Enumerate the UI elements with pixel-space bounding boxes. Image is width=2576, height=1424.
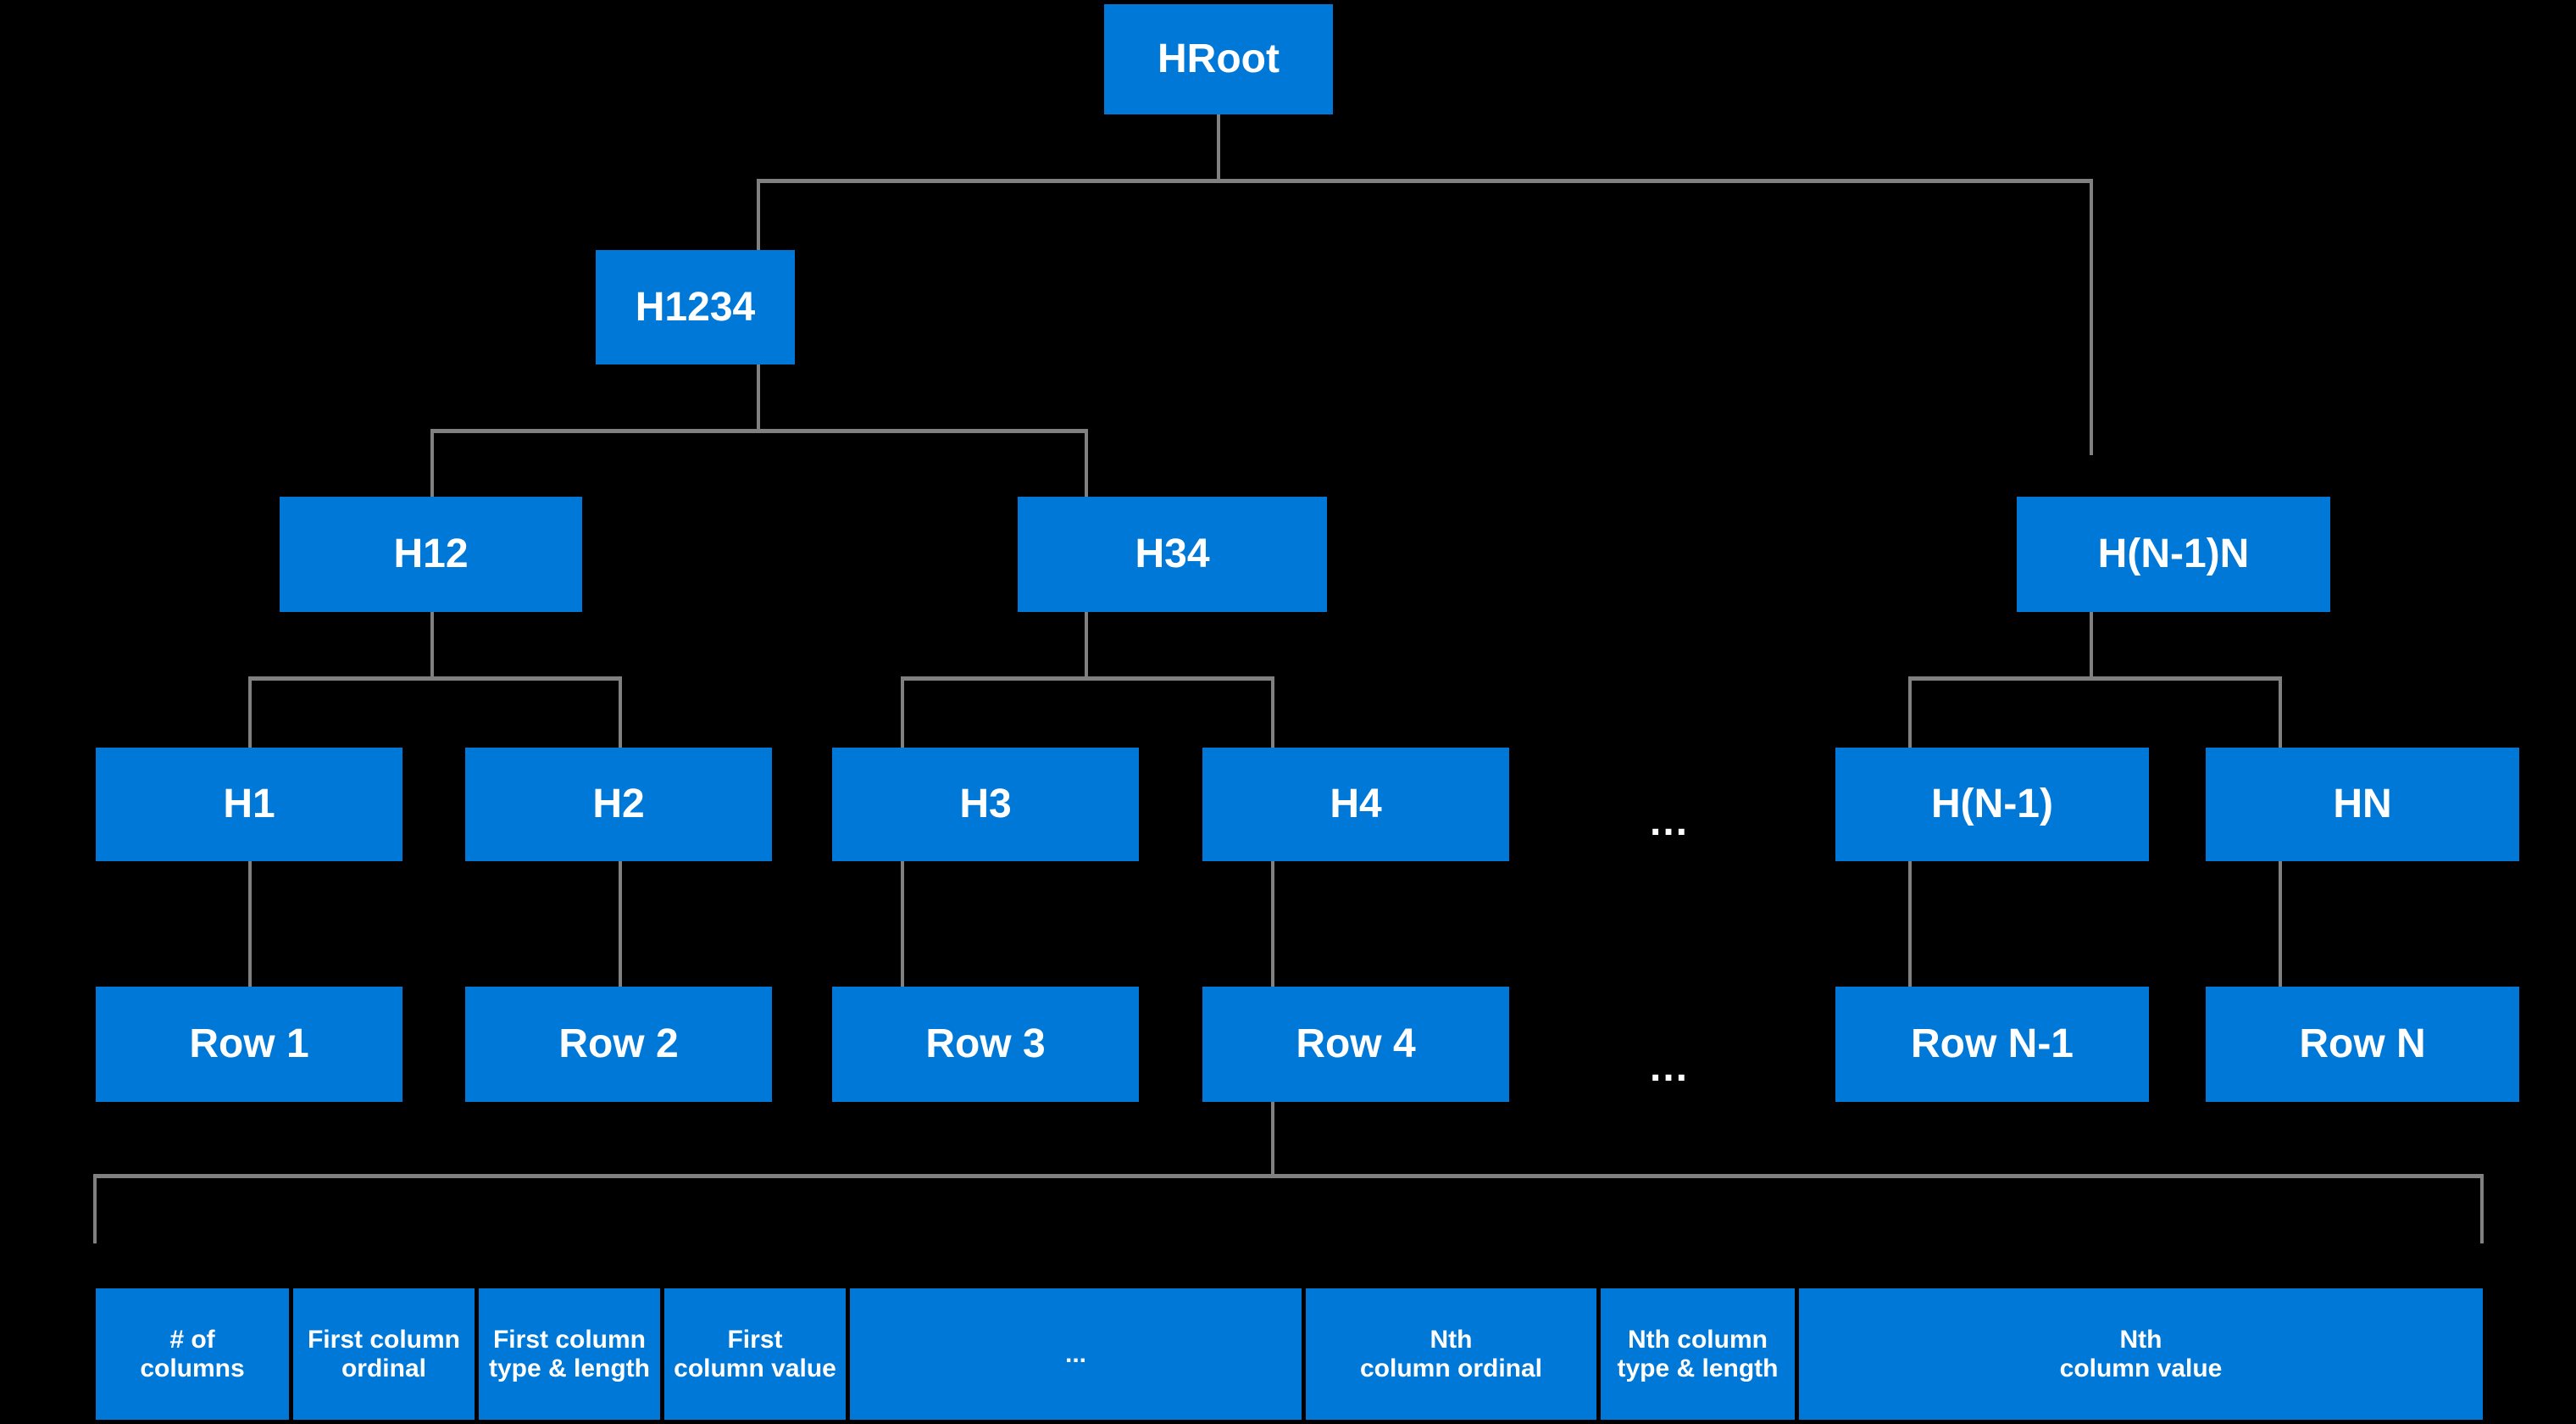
node-label: Row 4 xyxy=(1296,1021,1416,1067)
node-h4[interactable]: H4 xyxy=(1202,748,1509,861)
node-label: Row N xyxy=(2299,1021,2426,1067)
col-line-2: ordinal xyxy=(341,1354,426,1382)
hash-level-ellipsis: ... xyxy=(1649,799,1689,844)
node-label: H(N-1)N xyxy=(2097,531,2250,577)
connector-columns-right xyxy=(2480,1174,2484,1243)
node-label: H4 xyxy=(1330,782,1382,827)
connector-hroot-stem xyxy=(1217,114,1220,182)
connector-to-h3 xyxy=(901,676,904,748)
connector-h12-stem xyxy=(430,612,434,680)
node-row3[interactable]: Row 3 xyxy=(832,987,1139,1102)
node-label: H1234 xyxy=(635,284,756,330)
node-label: H3 xyxy=(959,782,1012,827)
node-label: H12 xyxy=(393,531,469,577)
connector-columns-bus xyxy=(93,1174,2484,1178)
row-level-ellipsis: ... xyxy=(1649,1045,1689,1090)
node-col-nth-type-length[interactable]: Nth column type & length xyxy=(1601,1288,1795,1420)
col-line-2: column ordinal xyxy=(1359,1354,1542,1382)
col-line-2: ... xyxy=(1064,1339,1086,1368)
connector-h34-bus xyxy=(901,676,1274,681)
col-line-1: First xyxy=(727,1325,783,1354)
node-h3[interactable]: H3 xyxy=(832,748,1139,861)
connector-h34-stem xyxy=(1085,612,1088,680)
connector-h1-row1 xyxy=(248,861,252,987)
col-line-1: Nth xyxy=(2119,1325,2162,1354)
node-row1[interactable]: Row 1 xyxy=(96,987,402,1102)
node-hn1n[interactable]: H(N-1)N xyxy=(2017,497,2330,612)
node-label: Row 3 xyxy=(925,1021,1046,1067)
connector-to-h1234 xyxy=(757,179,760,250)
connector-h3-row3 xyxy=(901,861,904,987)
connector-hn1-rown1 xyxy=(1908,861,1912,987)
node-label: H2 xyxy=(592,782,645,827)
connector-h12-bus xyxy=(248,676,622,681)
node-col-nth-ordinal[interactable]: Nth column ordinal xyxy=(1306,1288,1596,1420)
node-h34[interactable]: H34 xyxy=(1018,497,1327,612)
connector-to-hn1n xyxy=(2090,179,2093,455)
connector-to-h2 xyxy=(619,676,622,748)
connector-hroot-bus xyxy=(758,179,2093,183)
col-line-2: columns xyxy=(140,1354,245,1382)
node-h2[interactable]: H2 xyxy=(465,748,772,861)
node-label: HN xyxy=(2333,782,2392,827)
node-rown1[interactable]: Row N-1 xyxy=(1835,987,2149,1102)
node-col-nth-value[interactable]: Nth column value xyxy=(1799,1288,2483,1420)
connector-to-hn xyxy=(2279,676,2282,748)
connector-h2-row2 xyxy=(619,861,622,987)
col-line-2: column value xyxy=(674,1354,836,1382)
connector-to-hn1 xyxy=(1908,676,1912,748)
connector-h4-row4 xyxy=(1271,861,1274,987)
node-row4[interactable]: Row 4 xyxy=(1202,987,1509,1102)
connector-hn-rown xyxy=(2279,861,2282,987)
connector-to-h1 xyxy=(248,676,252,748)
col-line-1: First column xyxy=(307,1325,460,1354)
node-col-numcols[interactable]: # of columns xyxy=(96,1288,289,1420)
node-h1[interactable]: H1 xyxy=(96,748,402,861)
node-col-first-value[interactable]: First column value xyxy=(664,1288,846,1420)
node-col-first-ordinal[interactable]: First column ordinal xyxy=(293,1288,475,1420)
node-label: Row N-1 xyxy=(1911,1021,2074,1067)
col-line-1: # of xyxy=(169,1325,215,1354)
connector-hn1n-stem xyxy=(2090,555,2093,680)
col-line-2: type & length xyxy=(488,1354,650,1382)
connector-h1234-stem xyxy=(757,364,760,432)
node-hn1[interactable]: H(N-1) xyxy=(1835,748,2149,861)
connector-h1234-bus xyxy=(430,429,1088,433)
node-row2[interactable]: Row 2 xyxy=(465,987,772,1102)
col-line-2: type & length xyxy=(1617,1354,1779,1382)
node-hroot[interactable]: HRoot xyxy=(1104,4,1333,114)
col-line-1: Nth column xyxy=(1627,1325,1768,1354)
node-label: HRoot xyxy=(1158,36,1280,82)
connector-columns-left xyxy=(93,1174,97,1243)
connector-hn1n-bus xyxy=(1908,676,2282,681)
col-line-1: First column xyxy=(492,1325,646,1354)
col-line-2: column value xyxy=(2059,1354,2223,1382)
node-label: Row 2 xyxy=(558,1021,679,1067)
col-line-1: Nth xyxy=(1430,1325,1473,1354)
node-h1234[interactable]: H1234 xyxy=(596,250,795,364)
connector-to-h12 xyxy=(430,429,434,497)
node-hn[interactable]: HN xyxy=(2206,748,2519,861)
node-label: H(N-1) xyxy=(1931,782,2053,827)
node-col-first-type-length[interactable]: First column type & length xyxy=(479,1288,660,1420)
node-rown[interactable]: Row N xyxy=(2206,987,2519,1102)
node-label: H1 xyxy=(223,782,275,827)
connector-row4-stem xyxy=(1271,1102,1274,1176)
connector-to-h34 xyxy=(1085,429,1088,497)
node-label: H34 xyxy=(1135,531,1210,577)
node-col-ellipsis[interactable]: ... xyxy=(850,1288,1302,1420)
node-label: Row 1 xyxy=(189,1021,309,1067)
connector-to-h4 xyxy=(1271,676,1274,748)
node-h12[interactable]: H12 xyxy=(280,497,582,612)
